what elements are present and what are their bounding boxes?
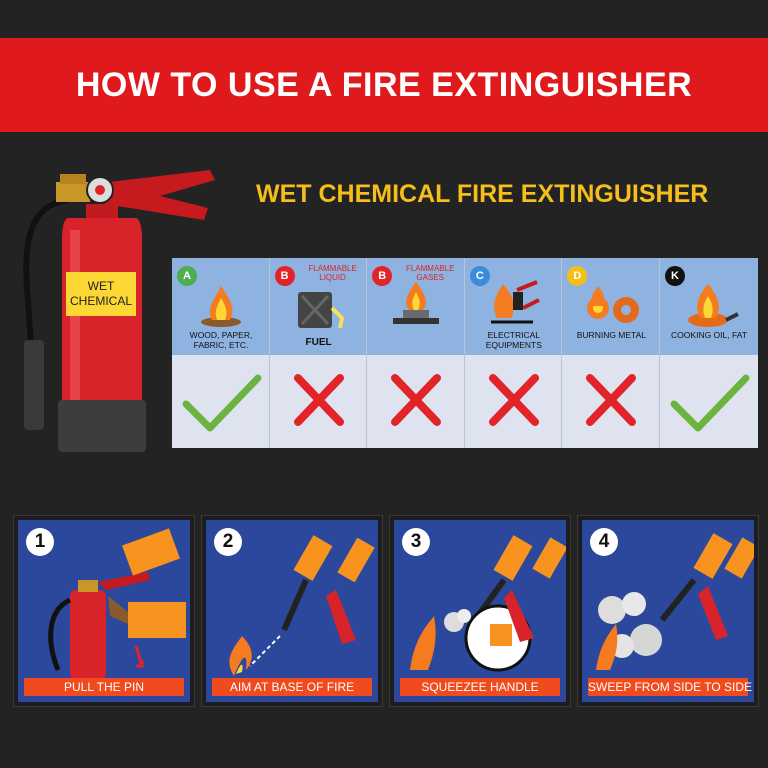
- cross-mark-icon: [586, 374, 637, 426]
- fuel-can-icon: [297, 292, 344, 329]
- fire-class-name: WOOD, PAPER, FABRIC, ETC.: [189, 330, 253, 350]
- fire-class-name: BURNING METAL: [576, 330, 647, 340]
- step-label: SQUEEZEE HANDLE: [400, 678, 560, 696]
- page-title: HOW TO USE A FIRE EXTINGUISHER: [75, 65, 693, 104]
- fire-class-column-c: C ELECTRICAL EQUIPMENTS: [465, 258, 563, 448]
- electric-plug-icon: [490, 280, 540, 324]
- fire-class-column-b: B FLAMMABLE GASES: [367, 258, 465, 448]
- check-mark-icon: [182, 374, 262, 432]
- aim-nozzle-icon: [229, 535, 375, 676]
- step-number: 2: [214, 528, 242, 556]
- cross-mark-icon: [293, 374, 344, 426]
- fire-class-badge: B: [274, 266, 295, 286]
- fire-class-badge: B: [372, 266, 393, 286]
- extinguisher-label: WET CHEMICAL: [66, 272, 136, 316]
- fire-class-badge: A: [177, 266, 197, 286]
- extinguisher-label-line2: CHEMICAL: [69, 294, 132, 308]
- fire-class-column-d: D BURNING METAL: [562, 258, 660, 448]
- fire-class-badge: D: [567, 266, 588, 286]
- fire-class-column-a: A WOOD, PAPER, FABRIC, ETC.: [172, 258, 270, 448]
- step-number: 4: [590, 528, 618, 556]
- fire-class-column-b: B FLAMMABLE LIQUID FUEL: [270, 258, 368, 448]
- fire-class-column-k: K COOKING OIL, FAT: [660, 258, 758, 448]
- fire-class-name: ELECTRICAL EQUIPMENTS: [485, 330, 542, 350]
- step-label: SWEEP FROM SIDE TO SIDE: [588, 678, 753, 696]
- fire-class-badge: C: [469, 266, 490, 286]
- fire-class-subtitle: FLAMMABLE GASES: [405, 264, 455, 282]
- burning-gear-icon: [587, 286, 640, 323]
- gas-burner-icon: [393, 282, 440, 324]
- pull-pin-icon: [48, 528, 186, 680]
- fire-extinguisher-icon: [23, 170, 215, 452]
- step-number: 3: [402, 528, 430, 556]
- campfire-icon: [201, 286, 241, 327]
- step-label: AIM AT BASE OF FIRE: [212, 678, 372, 696]
- squeeze-handle-icon: [410, 535, 566, 672]
- fire-class-table: A WOOD, PAPER, FABRIC, ETC. B FLAMMABLE LIQ…: [172, 258, 758, 448]
- fire-class-name: FUEL: [305, 337, 332, 348]
- frying-pan-icon: [688, 284, 739, 327]
- cross-mark-icon: [488, 374, 539, 426]
- title-banner: HOW TO USE A FIRE EXTINGUISHER: [0, 38, 768, 132]
- sweep-spray-icon: [596, 533, 754, 670]
- fire-class-badge: K: [665, 266, 685, 286]
- check-mark-icon: [670, 374, 750, 432]
- fire-class-header-row: [172, 258, 758, 355]
- cross-mark-icon: [391, 374, 442, 426]
- step-number: 1: [26, 528, 54, 556]
- fire-class-subtitle: FLAMMABLE LIQUID: [308, 264, 357, 282]
- extinguisher-label-line1: WET: [87, 279, 115, 293]
- step-label: PULL THE PIN: [24, 678, 184, 696]
- extinguisher-type-title: WET CHEMICAL FIRE EXTINGUISHER: [256, 180, 709, 208]
- fire-class-name: COOKING OIL, FAT: [671, 330, 747, 340]
